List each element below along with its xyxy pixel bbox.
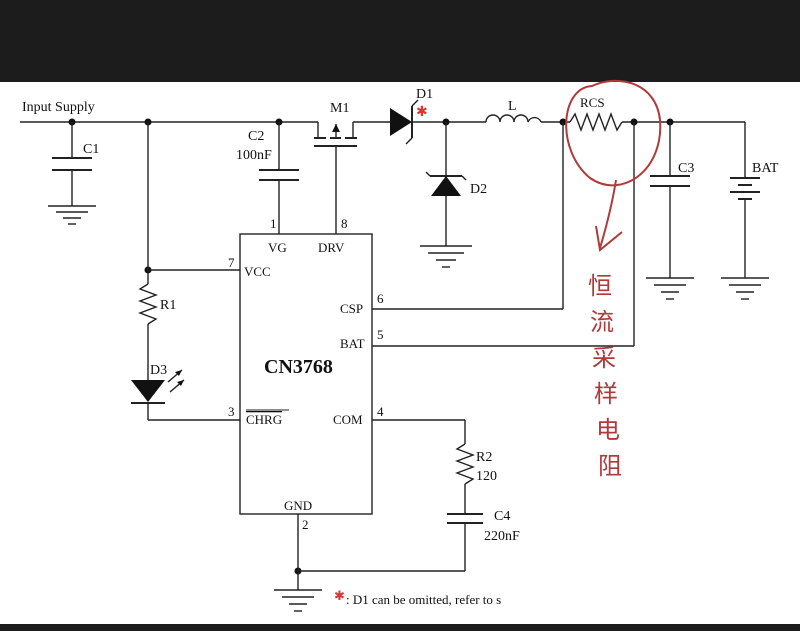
pin-8-number: 8 [341,216,348,231]
pin-com-label: COM [333,412,363,427]
input-supply-label: Input Supply [22,100,95,115]
pin-bat-label: BAT [340,336,365,351]
c2-label: C2 [248,129,264,144]
c2-value: 100nF [236,148,272,163]
pin-6-number: 6 [377,291,384,306]
pin-3-number: 3 [228,404,235,419]
rcs-label: RCS [580,95,605,110]
pin-csp-label: CSP [340,301,363,316]
ground-symbol [274,589,322,612]
pin-1-number: 1 [270,216,277,231]
top-dark-bar [0,0,800,82]
bottom-dark-bar [0,624,800,631]
annotation-char-1: 恒 [588,272,612,300]
d1-label: D1 [416,87,433,102]
handwritten-circle [565,79,662,187]
capacitor-c4 [447,513,483,571]
m1-label: M1 [330,101,349,116]
pin-2-number: 2 [302,517,309,532]
pin-drv-label: DRV [318,240,345,255]
pin-vcc-label: VCC [244,264,271,279]
d2-label: D2 [470,182,487,197]
annotation-char-2: 流 [590,308,614,336]
resistor-r2 [455,420,475,514]
resistor-rcs [569,112,623,132]
r1-label: R1 [160,298,176,313]
handwritten-arrow [595,179,623,252]
l-label: L [508,99,517,114]
r2-label: R2 [476,450,492,465]
resistor-r1 [138,283,158,380]
chip-body [239,233,373,515]
annotation-char-4: 样 [594,380,618,408]
r2-value: 120 [476,469,497,484]
annotation-char-3: 采 [592,344,616,372]
annotation-char-6: 阻 [598,452,622,480]
pin-4-number: 4 [377,404,384,419]
pin-5-number: 5 [377,327,384,342]
bat-label: BAT [752,161,779,176]
pin-7-number: 7 [228,255,235,270]
note-marker-icon: ✱ [334,588,345,603]
annotation-char-5: 电 [596,416,620,444]
d1-marker-icon: ✱ [416,105,428,120]
pin-vg-label: VG [268,240,287,255]
diode-d1 [390,99,419,145]
capacitor-c1 [48,122,96,225]
pin-gnd-label: GND [284,498,312,513]
handwritten-annotation: 恒 流 采 样 电 阻 [588,272,622,480]
chip-name: CN3768 [264,356,333,378]
c1-label: C1 [83,142,99,157]
c3-label: C3 [678,161,694,176]
inductor-l [485,114,542,123]
capacitor-c3 [646,122,694,300]
mosfet-m1 [314,122,357,234]
capacitor-c2 [259,122,299,234]
d3-label: D3 [150,363,167,378]
c4-value: 220nF [484,529,520,544]
chip-wires [147,122,635,590]
footnote-text: : D1 can be omitted, refer to s [346,592,501,607]
junction-dots [68,118,674,575]
schematic-sheet [0,82,800,624]
led-d3 [131,369,185,420]
diode-d2 [420,122,472,268]
pin-chrg-label: CHRG [246,412,282,427]
battery-bat [721,122,769,300]
c4-label: C4 [494,509,510,524]
